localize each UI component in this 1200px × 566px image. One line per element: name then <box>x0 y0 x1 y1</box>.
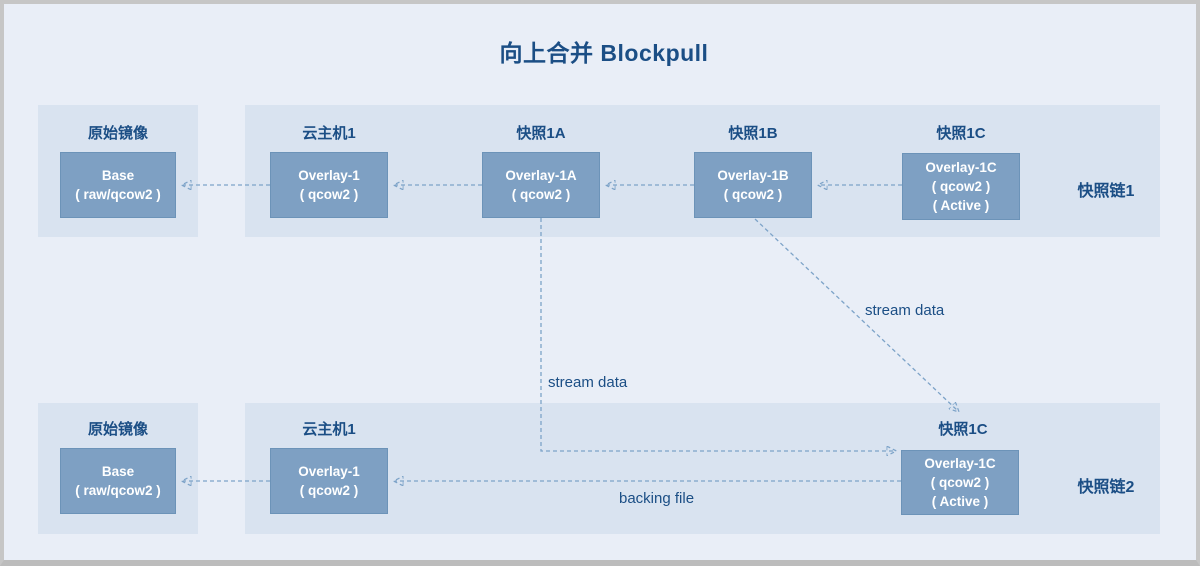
stream-data-left-label: stream data <box>548 374 628 391</box>
node-line: Overlay-1C <box>925 160 997 175</box>
chain1-name-label: 快照链1 <box>1077 183 1135 200</box>
chain2-origin-label: 原始镜像 <box>87 421 148 438</box>
chain1-origin-label: 原始镜像 <box>87 125 148 142</box>
chain1-col-snap1a-label: 快照1A <box>516 125 566 142</box>
node-line: Overlay-1B <box>717 168 789 183</box>
node-line: ( qcow2 ) <box>511 187 571 202</box>
node-line: Base <box>101 168 135 183</box>
chain1-overlay1a-box: Overlay-1A ( qcow2 ) <box>482 152 600 218</box>
node-line: ( raw/qcow2 ) <box>75 187 161 202</box>
chain1-base-box: Base ( raw/qcow2 ) <box>60 152 176 218</box>
chain1-overlay1b-box: Overlay-1B ( qcow2 ) <box>694 152 812 218</box>
chain2-overlay1c-box: Overlay-1C ( qcow2 ) ( Active ) <box>901 450 1019 515</box>
node-line: Overlay-1A <box>505 168 577 183</box>
chain1-overlay1c-box: Overlay-1C ( qcow2 ) ( Active ) <box>902 153 1020 220</box>
chain1-col-snap1c-label: 快照1C <box>936 125 986 142</box>
diagram-title: 向上合并 Blockpull <box>499 40 709 66</box>
stream-data-right-label: stream data <box>865 302 945 319</box>
chain2-col-snap1c-label: 快照1C <box>938 421 988 438</box>
chain2-name-label: 快照链2 <box>1077 479 1135 496</box>
node-line: ( raw/qcow2 ) <box>75 483 161 498</box>
chain2-col-vm-label: 云主机1 <box>302 421 356 438</box>
node-line: ( qcow2 ) <box>723 187 783 202</box>
chain1-col-vm-label: 云主机1 <box>302 125 356 142</box>
chain1-overlay1-box: Overlay-1 ( qcow2 ) <box>270 152 388 218</box>
node-line: ( qcow2 ) <box>931 179 991 194</box>
node-line: ( qcow2 ) <box>299 187 359 202</box>
chain1-col-snap1b-label: 快照1B <box>728 125 778 142</box>
node-line: ( qcow2 ) <box>930 475 990 490</box>
chain2-base-box: Base ( raw/qcow2 ) <box>60 448 176 514</box>
node-line: Overlay-1 <box>298 168 360 183</box>
node-line: Overlay-1C <box>924 456 996 471</box>
node-line: Base <box>101 464 135 479</box>
node-line: ( Active ) <box>932 198 990 213</box>
node-line: Overlay-1 <box>298 464 360 479</box>
chain2-overlay1-box: Overlay-1 ( qcow2 ) <box>270 448 388 514</box>
node-line: ( qcow2 ) <box>299 483 359 498</box>
node-line: ( Active ) <box>931 494 989 509</box>
backing-file-label: backing file <box>619 490 695 507</box>
